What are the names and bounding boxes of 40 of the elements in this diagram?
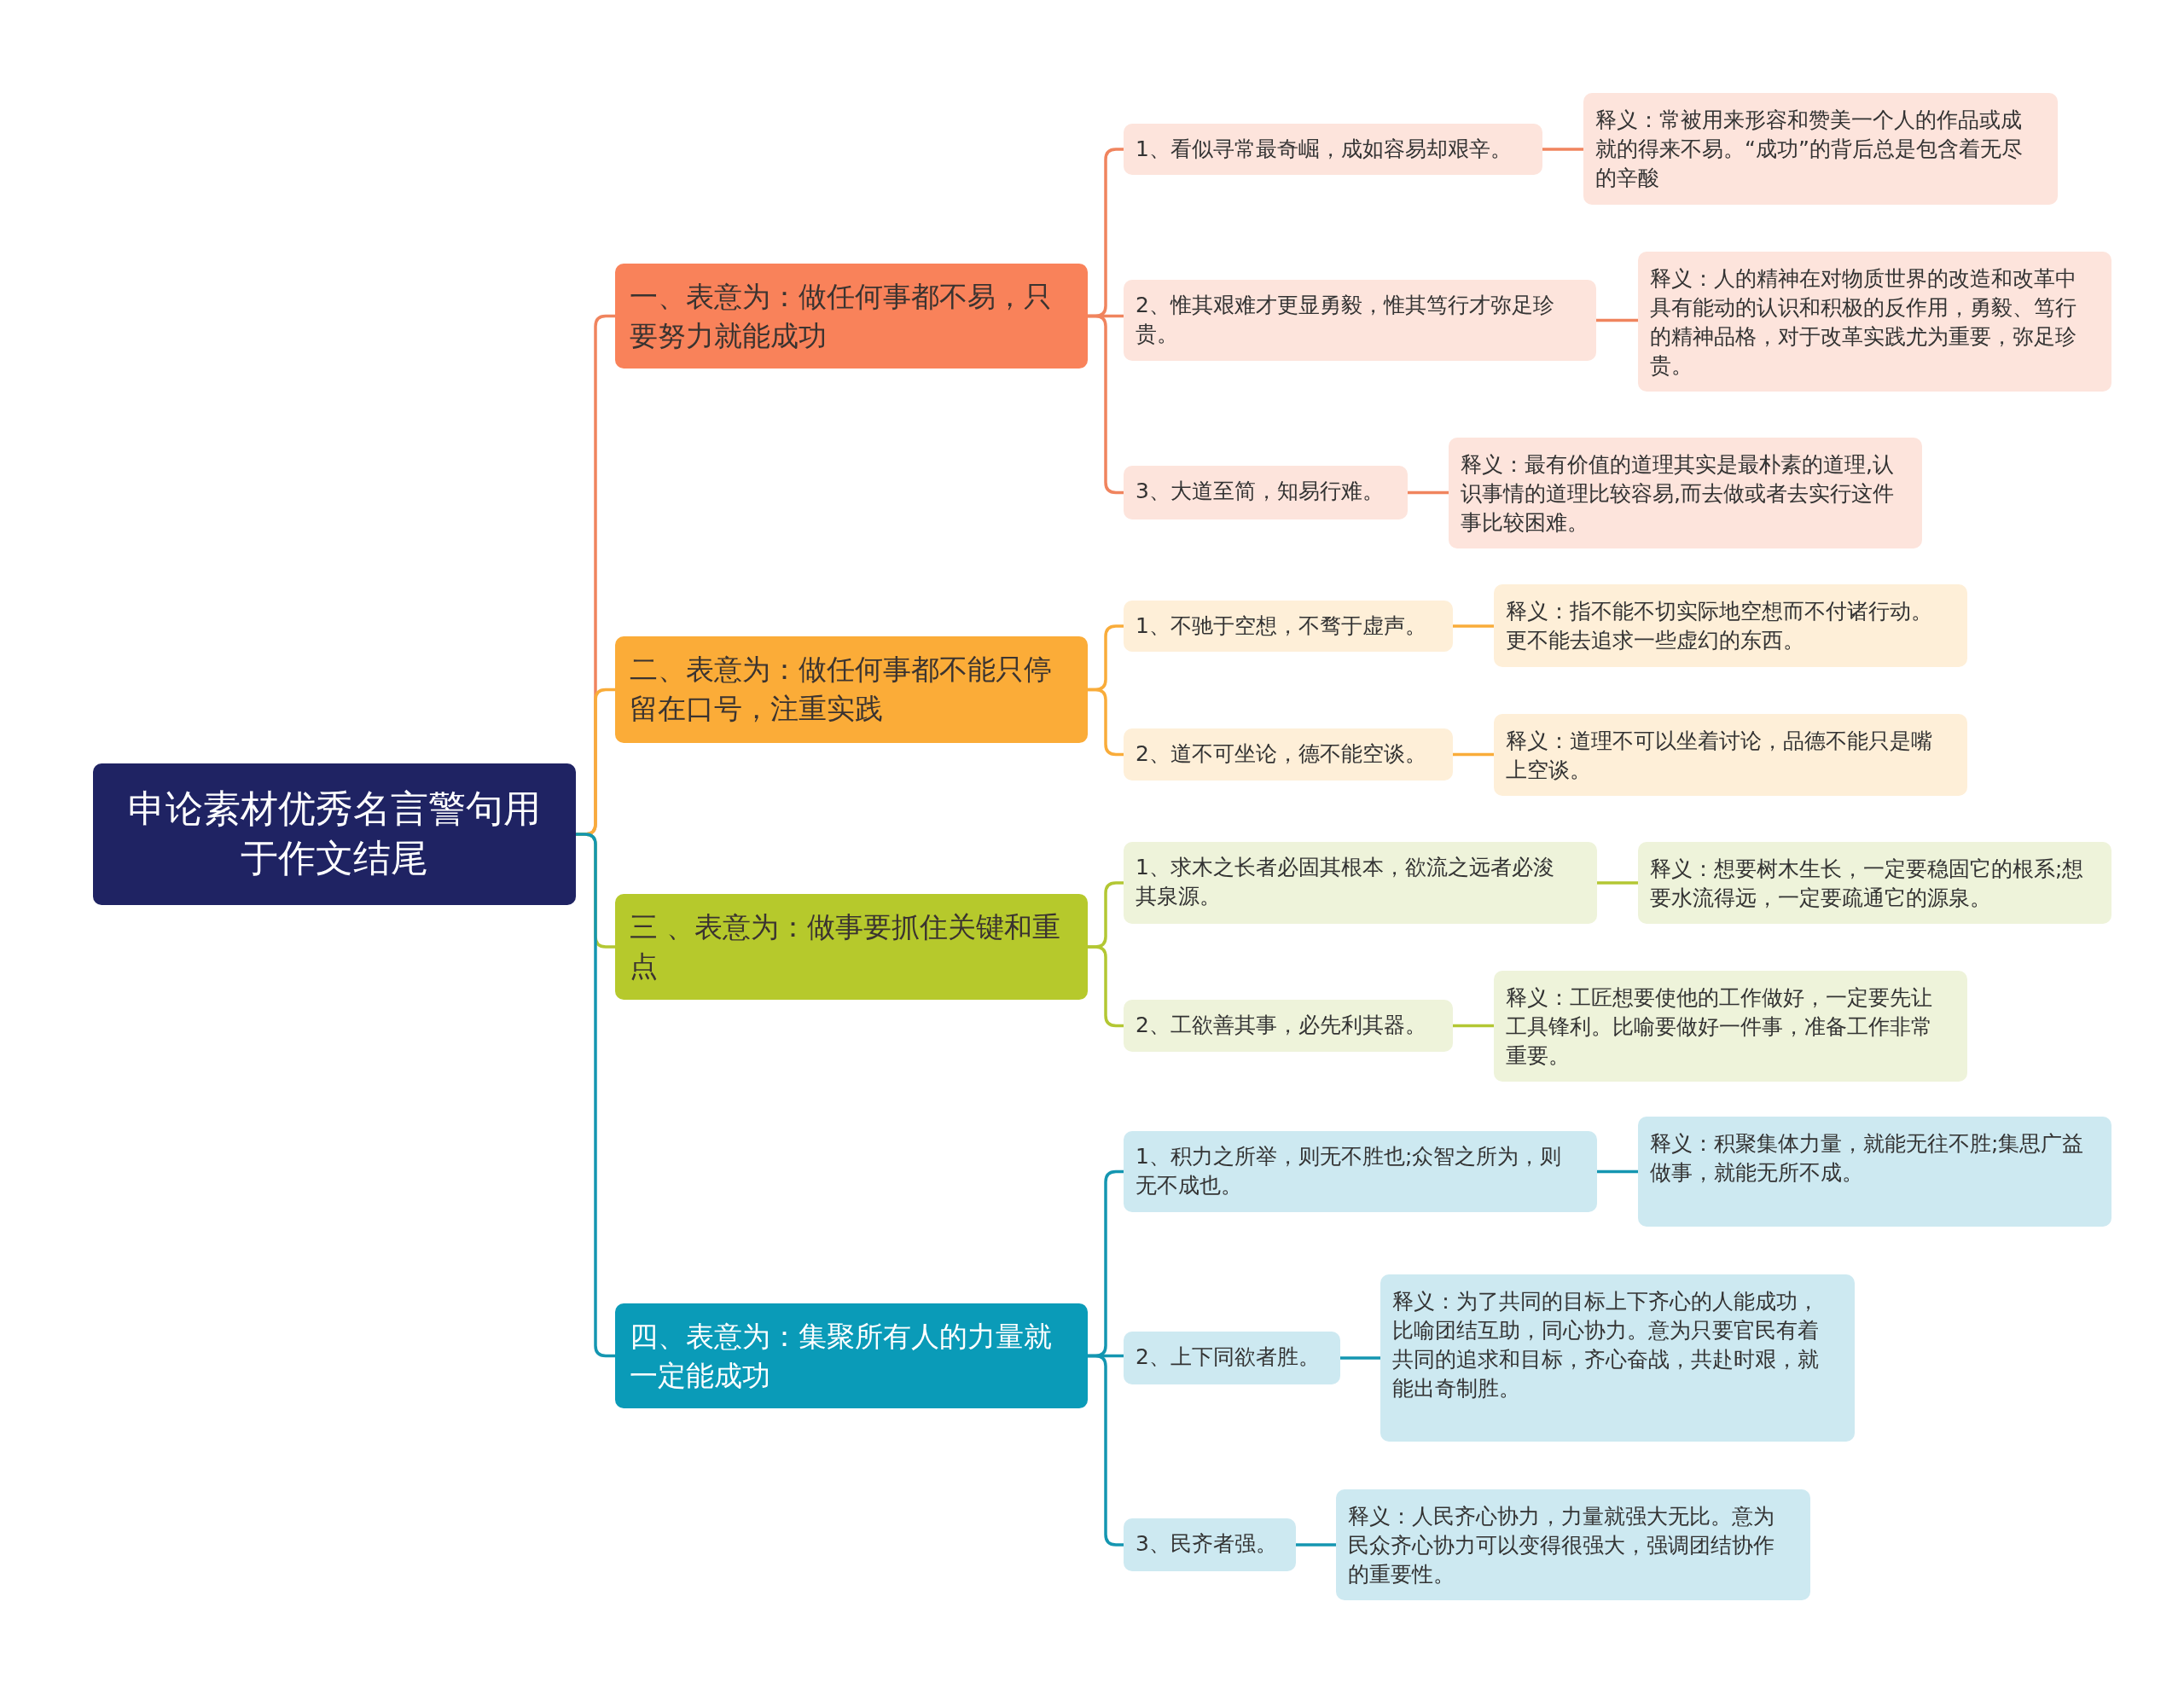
explanation-box: 释义：想要树木生长，一定要稳固它的根系;想要水流得远，一定要疏通它的源泉。 — [1638, 842, 2111, 924]
quote-box: 1、求木之长者必固其根本，欲流之远者必浚其泉源。 — [1124, 842, 1597, 924]
connector-line — [1088, 688, 1124, 757]
branch-topic-box: 一、表意为：做任何事都不易，只要努力就能成功 — [615, 264, 1088, 369]
connector-line — [1542, 148, 1583, 151]
quote-box: 3、民齐者强。 — [1124, 1518, 1296, 1571]
quote-box: 2、惟其艰难才更显勇毅，惟其笃行才弥足珍贵。 — [1124, 280, 1596, 361]
connector-line — [1088, 1354, 1124, 1547]
explanation-box: 释义：为了共同的目标上下齐心的人能成功，比喻团结互助，同心协力。意为只要官民有着共同的追求和目标，齐心奋战，共赴时艰，就能出奇制胜。 — [1380, 1274, 1855, 1442]
quote-box: 2、上下同欲者胜。 — [1124, 1332, 1340, 1384]
explanation-box: 释义：最有价值的道理其实是最朴素的道理,认识事情的道理比较容易,而去做或者去实行这件事比较困难。 — [1449, 438, 1922, 548]
connector-line — [1088, 314, 1124, 495]
explanation-box: 释义：常被用来形容和赞美一个人的作品或成就的得来不易。“成功”的背后总是包含着无尽的辛酸 — [1583, 93, 2058, 205]
quote-box: 1、看似寻常最奇崛，成如容易却艰辛。 — [1124, 124, 1542, 175]
branch-topic-box: 四、表意为：集聚所有人的力量就一定能成功 — [615, 1303, 1088, 1408]
explanation-box: 释义：人的精神在对物质世界的改造和改革中具有能动的认识和积极的反作用，勇毅、笃行的精神品格，对于改革实践尤为重要，弥足珍贵。 — [1638, 252, 2111, 392]
quote-box: 2、道不可坐论，德不能空谈。 — [1124, 728, 1453, 781]
explanation-box: 释义：人民齐心协力，力量就强大无比。意为民众齐心协力可以变得很强大，强调团结协作的重要性。 — [1336, 1489, 1810, 1600]
quote-box: 3、大道至简，知易行难。 — [1124, 466, 1408, 519]
quote-box: 1、不驰于空想，不骛于虚声。 — [1124, 601, 1453, 652]
connector-line — [1453, 624, 1494, 628]
quote-box: 1、积力之所举，则无不胜也;众智之所为，则无不成也。 — [1124, 1131, 1597, 1212]
connector-line — [1453, 752, 1494, 757]
connector-line — [1340, 1356, 1380, 1360]
explanation-box: 释义：积聚集体力量，就能无往不胜;集思广益做事，就能无所不成。 — [1638, 1117, 2111, 1227]
central-topic-box: 申论素材优秀名言警句用于作文结尾 — [93, 763, 576, 905]
connector-line — [1597, 1169, 1638, 1174]
connector-line — [1597, 881, 1638, 885]
explanation-box: 释义：道理不可以坐着讨论，品德不能只是嘴上空谈。 — [1494, 714, 1967, 796]
branch-topic-box: 二、表意为：做任何事都不能只停留在口号，注重实践 — [615, 636, 1088, 743]
connector-line — [1408, 490, 1449, 495]
explanation-box: 释义：工匠想要使他的工作做好，一定要先让工具锋利。比喻要做好一件事，准备工作非常重要。 — [1494, 971, 1967, 1082]
branch-topic-box: 三 、表意为：做事要抓住关键和重点 — [615, 894, 1088, 1000]
connector-line — [1453, 1024, 1494, 1028]
connector-line — [576, 833, 615, 1358]
explanation-box: 释义：指不能不切实际地空想而不付诸行动。更不能去追求一些虚幻的东西。 — [1494, 584, 1967, 667]
connector-line — [1296, 1543, 1336, 1547]
connector-line — [1596, 318, 1638, 322]
connector-line — [1088, 945, 1124, 1028]
quote-box: 2、工欲善其事，必先利其器。 — [1124, 1000, 1453, 1052]
